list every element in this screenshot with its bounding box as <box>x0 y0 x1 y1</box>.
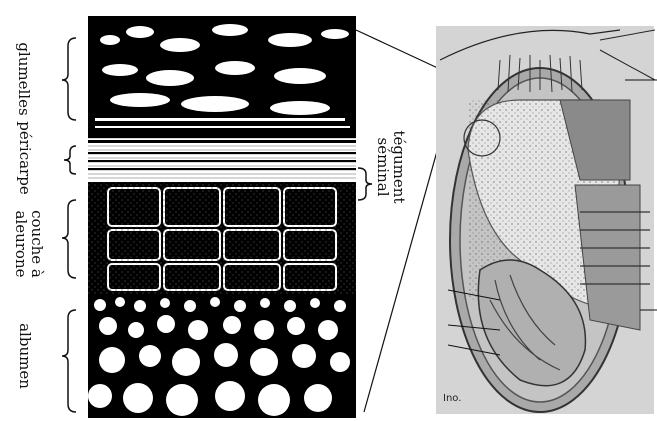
illustration-credit: Ino. <box>443 393 461 404</box>
label-tegument-line1: tégument <box>391 122 407 212</box>
label-couche-aleurone: couche à aleurone <box>13 204 45 284</box>
label-tegument-line2: séminal <box>375 122 391 212</box>
connector-top <box>356 30 442 70</box>
label-tegument-seminal: tégument séminal <box>375 122 407 212</box>
brace-tegument <box>358 168 372 200</box>
label-couche-line2: aleurone <box>13 204 29 284</box>
brace-glumelles <box>62 38 76 120</box>
grain-illustration <box>436 26 657 414</box>
label-couche-line1: couche à <box>29 204 45 284</box>
brace-aleurone <box>62 200 76 278</box>
label-glumelles: glumelles <box>16 39 32 119</box>
section-layers <box>88 16 356 418</box>
brace-albumen <box>62 310 76 412</box>
label-albumen: albumen <box>17 316 33 396</box>
label-pericarpe: péricarpe <box>17 118 33 198</box>
brace-pericarpe <box>64 146 76 174</box>
